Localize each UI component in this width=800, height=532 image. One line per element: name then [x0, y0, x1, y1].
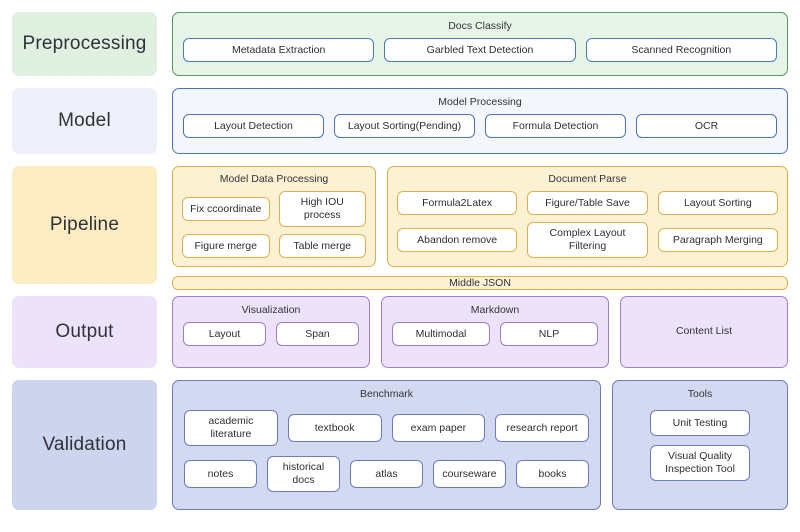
- chip-books[interactable]: books: [516, 460, 589, 488]
- group-title-document-parse: Document Parse: [548, 173, 627, 185]
- chip-span[interactable]: Span: [276, 322, 359, 346]
- group-title-model-data-processing: Model Data Processing: [219, 173, 329, 185]
- group-benchmark: Benchmark academic literature textbook e…: [172, 380, 601, 510]
- document-parse-chip-row-1: Formula2Latex Figure/Table Save Layout S…: [397, 191, 778, 215]
- model-processing-chip-row: Layout Detection Layout Sorting(Pending)…: [183, 114, 777, 138]
- group-model-processing: Model Processing Layout Detection Layout…: [172, 88, 788, 154]
- chip-complex-layout-filtering[interactable]: Complex Layout Filtering: [527, 222, 648, 258]
- pipeline-content: Model Data Processing Fix ccoordinate Hi…: [172, 166, 788, 290]
- tools-chip-row-2: Visual Quality Inspection Tool: [650, 445, 750, 481]
- tools-chip-row-1: Unit Testing: [650, 410, 750, 436]
- group-markdown: Markdown Multimodal NLP: [381, 296, 609, 368]
- chip-table-merge[interactable]: Table merge: [278, 234, 366, 258]
- output-groups: Visualization Layout Span Markdown Multi…: [172, 296, 788, 368]
- chip-formula-detection[interactable]: Formula Detection: [485, 114, 626, 138]
- chip-courseware[interactable]: courseware: [433, 460, 506, 488]
- chip-academic-literature[interactable]: academic literature: [184, 410, 278, 446]
- chip-abandon-remove[interactable]: Abandon remove: [397, 228, 518, 252]
- stage-label-output: Output: [12, 296, 157, 368]
- chip-textbook[interactable]: textbook: [287, 414, 382, 442]
- group-title-benchmark: Benchmark: [359, 388, 414, 400]
- chip-research-report[interactable]: research report: [495, 414, 589, 442]
- mdp-chip-row-2: Figure merge Table merge: [182, 234, 366, 258]
- chip-figure-table-save[interactable]: Figure/Table Save: [527, 191, 648, 215]
- group-title-visualization: Visualization: [241, 304, 301, 316]
- group-title-docs-classify: Docs Classify: [448, 20, 512, 32]
- chip-metadata-extraction[interactable]: Metadata Extraction: [183, 38, 375, 62]
- chip-fix-ccoordinate[interactable]: Fix ccoordinate: [182, 197, 270, 221]
- visualization-chip-row: Layout Span: [183, 322, 359, 346]
- stage-label-validation: Validation: [12, 380, 157, 510]
- stage-label-model: Model: [12, 88, 157, 154]
- mdp-chip-row-1: Fix ccoordinate High IOU process: [182, 191, 366, 227]
- row-validation: Validation Benchmark academic literature…: [12, 380, 788, 510]
- chip-visual-quality-inspection-tool[interactable]: Visual Quality Inspection Tool: [650, 445, 750, 481]
- chip-layout-sorting[interactable]: Layout Sorting: [657, 191, 778, 215]
- chip-scanned-recognition[interactable]: Scanned Recognition: [585, 38, 777, 62]
- chip-high-iou-process[interactable]: High IOU process: [278, 191, 366, 227]
- chip-notes[interactable]: notes: [184, 460, 257, 488]
- group-title-model-processing: Model Processing: [438, 96, 522, 108]
- chip-formula2latex[interactable]: Formula2Latex: [397, 191, 518, 215]
- chip-exam-paper[interactable]: exam paper: [391, 414, 486, 442]
- docs-classify-chip-row: Metadata Extraction Garbled Text Detecti…: [183, 38, 777, 62]
- group-document-parse: Document Parse Formula2Latex Figure/Tabl…: [387, 166, 788, 267]
- group-title-markdown: Markdown: [470, 304, 520, 316]
- chip-layout-detection[interactable]: Layout Detection: [183, 114, 324, 138]
- chip-garbled-text-detection[interactable]: Garbled Text Detection: [384, 38, 576, 62]
- chip-nlp[interactable]: NLP: [500, 322, 598, 346]
- group-tools: Tools Unit Testing Visual Quality Inspec…: [612, 380, 788, 510]
- chip-ocr[interactable]: OCR: [636, 114, 777, 138]
- chip-figure-merge[interactable]: Figure merge: [182, 234, 270, 258]
- pipeline-groups: Model Data Processing Fix ccoordinate Hi…: [172, 166, 788, 267]
- row-model: Model Model Processing Layout Detection …: [12, 88, 788, 154]
- group-visualization: Visualization Layout Span: [172, 296, 370, 368]
- group-docs-classify: Docs Classify Metadata Extraction Garble…: [172, 12, 788, 76]
- chip-layout-sorting-pending[interactable]: Layout Sorting(Pending): [334, 114, 475, 138]
- group-content-list[interactable]: Content List: [620, 296, 788, 368]
- group-model-data-processing: Model Data Processing Fix ccoordinate Hi…: [172, 166, 376, 267]
- stage-label-preprocessing: Preprocessing: [12, 12, 157, 76]
- chip-historical-docs[interactable]: historical docs: [267, 456, 340, 492]
- document-parse-chip-row-2: Abandon remove Complex Layout Filtering …: [397, 222, 778, 258]
- chip-multimodal[interactable]: Multimodal: [392, 322, 490, 346]
- bar-middle-json[interactable]: Middle JSON: [172, 276, 788, 290]
- chip-unit-testing[interactable]: Unit Testing: [650, 410, 750, 436]
- markdown-chip-row: Multimodal NLP: [392, 322, 598, 346]
- chip-paragraph-merging[interactable]: Paragraph Merging: [657, 228, 778, 252]
- validation-groups: Benchmark academic literature textbook e…: [172, 380, 788, 510]
- chip-atlas[interactable]: atlas: [350, 460, 423, 488]
- group-title-tools: Tools: [687, 388, 713, 400]
- benchmark-chip-row-1: academic literature textbook exam paper …: [184, 410, 589, 446]
- chip-layout[interactable]: Layout: [183, 322, 266, 346]
- row-preprocessing: Preprocessing Docs Classify Metadata Ext…: [12, 12, 788, 76]
- benchmark-chip-row-2: notes historical docs atlas courseware b…: [184, 456, 589, 492]
- stage-label-pipeline: Pipeline: [12, 166, 157, 284]
- row-output: Output Visualization Layout Span Markdow…: [12, 296, 788, 368]
- group-title-content-list: Content List: [675, 324, 733, 337]
- row-pipeline: Pipeline Model Data Processing Fix ccoor…: [12, 166, 788, 290]
